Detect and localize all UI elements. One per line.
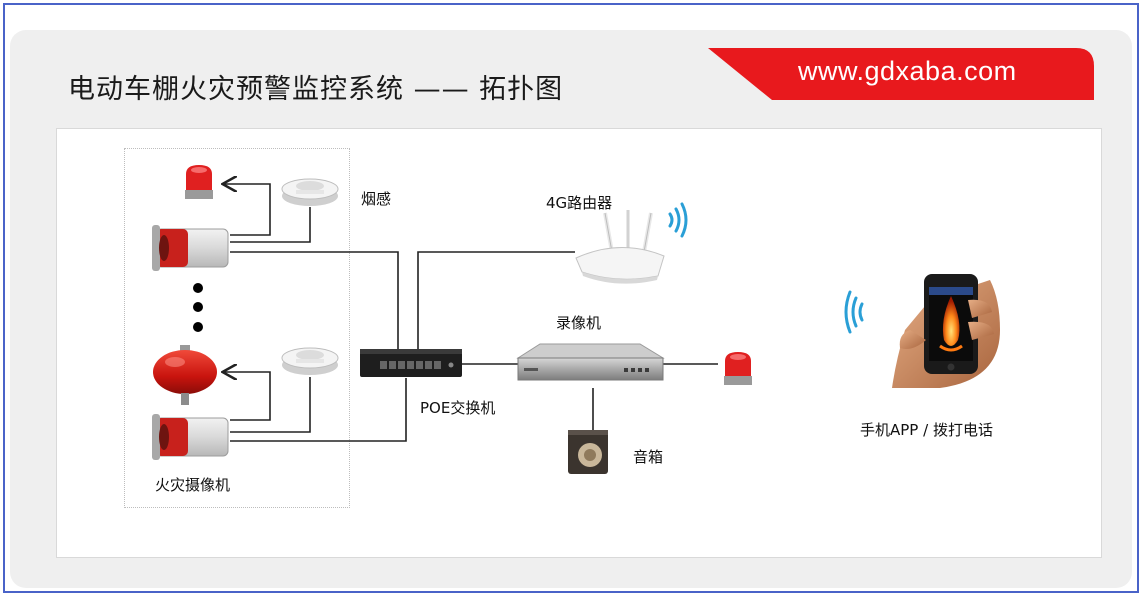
ellipsis-dots: [193, 283, 203, 332]
smoke-detector-icon: [281, 178, 339, 206]
poe-switch-icon: [360, 349, 462, 377]
alarm-light-icon: [185, 165, 213, 199]
smoke-detector-icon: [281, 347, 339, 375]
speaker-label: 音箱: [633, 448, 664, 466]
fire-camera-icon: [152, 225, 229, 271]
connection-lines: [224, 184, 718, 442]
nvr-recorder-icon: [516, 343, 665, 381]
fire-camera-icon: [152, 414, 229, 460]
wifi-signal-icon: [844, 290, 864, 334]
speaker-icon: [568, 430, 608, 474]
smoke-detector-label: 烟感: [361, 190, 392, 208]
website-url[interactable]: www.gdxaba.com: [798, 56, 1017, 86]
router-icon: [575, 210, 665, 284]
wifi-signal-icon: [668, 202, 688, 238]
website-banner: [708, 48, 1094, 100]
fire-extinguisher-icon: [153, 345, 217, 405]
nvr-label: 录像机: [556, 314, 602, 332]
page-title: 电动车棚火灾预警监控系统 —— 拓扑图: [68, 74, 564, 105]
phone-app-icon[interactable]: [892, 274, 1000, 388]
camera-group-box: [124, 148, 350, 508]
fire-camera-label: 火灾摄像机: [155, 476, 231, 494]
router-label: 4G路由器: [546, 194, 613, 212]
poe-switch-label: POE交换机: [420, 399, 496, 417]
phone-app-label: 手机APP / 拨打电话: [860, 421, 993, 439]
alarm-light-icon: [724, 352, 752, 385]
